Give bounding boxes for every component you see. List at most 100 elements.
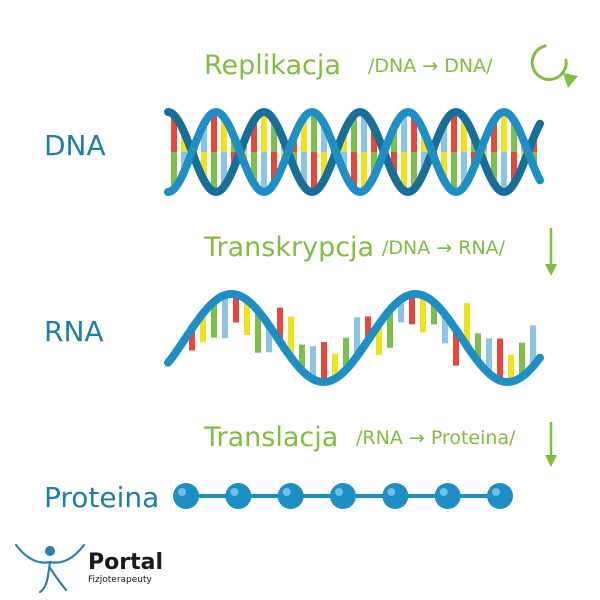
rna-base <box>442 314 448 344</box>
rna-base <box>288 316 294 358</box>
dna-base <box>411 115 417 152</box>
amino-acid-bead <box>382 483 409 509</box>
amino-acid-bead <box>225 483 252 509</box>
rna-strand <box>164 289 544 387</box>
dna-base <box>371 127 377 152</box>
rna-base <box>222 295 228 339</box>
amino-acid-highlight <box>439 488 448 496</box>
transcription-formula: /DNA → RNA/ <box>382 237 506 259</box>
dna-base <box>461 152 467 187</box>
amino-acid-highlight <box>230 488 239 496</box>
dna-base <box>351 152 357 189</box>
amino-acid-bead <box>330 483 356 509</box>
amino-acid-bead <box>277 483 304 509</box>
rna-base <box>409 294 415 325</box>
dna-base <box>391 127 397 152</box>
amino-acid-bead <box>434 483 461 509</box>
dna-base <box>501 112 507 152</box>
dna-base <box>491 152 497 184</box>
dna-base <box>441 152 447 181</box>
logo-subtitle: Fizjoterapeuty <box>88 575 152 585</box>
dna-base <box>511 152 517 184</box>
dna-base <box>491 120 497 152</box>
dna-base <box>461 117 467 152</box>
rna-bases <box>189 294 536 382</box>
dna-base <box>321 123 327 152</box>
rna-base <box>420 295 426 333</box>
amino-acid-bead <box>173 483 199 509</box>
rna-base <box>266 325 272 353</box>
dna-base <box>401 152 407 191</box>
dna-base <box>261 152 267 192</box>
rna-base <box>519 342 525 377</box>
dna-base <box>221 117 227 152</box>
dna-base <box>371 152 377 177</box>
cycle-arrow-icon <box>530 44 578 88</box>
dna-base <box>301 152 307 187</box>
rna-base <box>321 341 327 382</box>
amino-acid-bead <box>487 483 513 509</box>
rna-base <box>398 299 404 323</box>
amino-acid-highlight <box>282 488 291 496</box>
translation-label: Translacja <box>204 422 339 453</box>
rna-base <box>189 328 195 351</box>
down-arrow-icon <box>545 422 557 467</box>
dna-base <box>401 113 407 152</box>
transcription-label: Transkrypcja <box>204 232 375 263</box>
dna-base <box>411 152 417 189</box>
rna-base <box>464 303 470 347</box>
translation-formula: /RNA → Proteina/ <box>356 427 516 449</box>
rna-base <box>310 346 316 380</box>
dna-base <box>441 123 447 152</box>
person-figure-icon <box>14 543 86 594</box>
amino-acid-highlight <box>492 488 500 496</box>
dna-double-helix <box>164 107 544 197</box>
amino-acid-highlight <box>178 488 186 496</box>
rna-base <box>431 302 437 325</box>
protein-label: Proteina <box>44 481 160 514</box>
amino-acid-highlight <box>335 488 343 496</box>
rna-base <box>486 338 492 374</box>
replication-formula: /DNA → DNA/ <box>368 55 493 77</box>
dna-strand-front <box>164 107 544 197</box>
dna-base <box>171 152 177 189</box>
rna-base <box>508 354 514 382</box>
rna-base <box>277 307 283 342</box>
rna-base <box>233 294 239 323</box>
protein-chain <box>173 483 513 509</box>
rna-base <box>244 299 250 335</box>
logo-name: Portal <box>88 550 163 575</box>
dna-base <box>261 112 267 152</box>
down-arrow-icon <box>545 228 557 276</box>
dna-base <box>201 152 207 181</box>
dna-base <box>251 120 257 152</box>
rna-base <box>255 310 261 353</box>
dna-base <box>361 152 367 191</box>
rna-backbone <box>164 289 544 387</box>
dna-base <box>501 152 507 192</box>
dna-base <box>271 152 277 184</box>
dna-base <box>311 112 317 152</box>
dna-base <box>451 152 457 192</box>
dna-base <box>221 152 227 187</box>
dna-base <box>511 120 517 152</box>
dna-base <box>361 113 367 152</box>
dna-base <box>171 115 177 152</box>
rna-base <box>475 333 481 362</box>
rna-base <box>497 338 503 381</box>
dna-base <box>251 152 257 184</box>
replication-label: Replikacja <box>204 50 341 81</box>
rna-base <box>453 329 459 366</box>
rna-base <box>387 309 393 348</box>
dna-label: DNA <box>44 129 106 162</box>
rna-base <box>299 344 305 371</box>
rna-base <box>365 316 371 341</box>
rna-base <box>211 301 217 338</box>
dna-base <box>211 152 217 192</box>
rna-base <box>332 353 338 379</box>
dna-base <box>301 117 307 152</box>
rna-base <box>200 313 206 343</box>
dna-base <box>351 115 357 152</box>
rna-base <box>343 337 349 370</box>
